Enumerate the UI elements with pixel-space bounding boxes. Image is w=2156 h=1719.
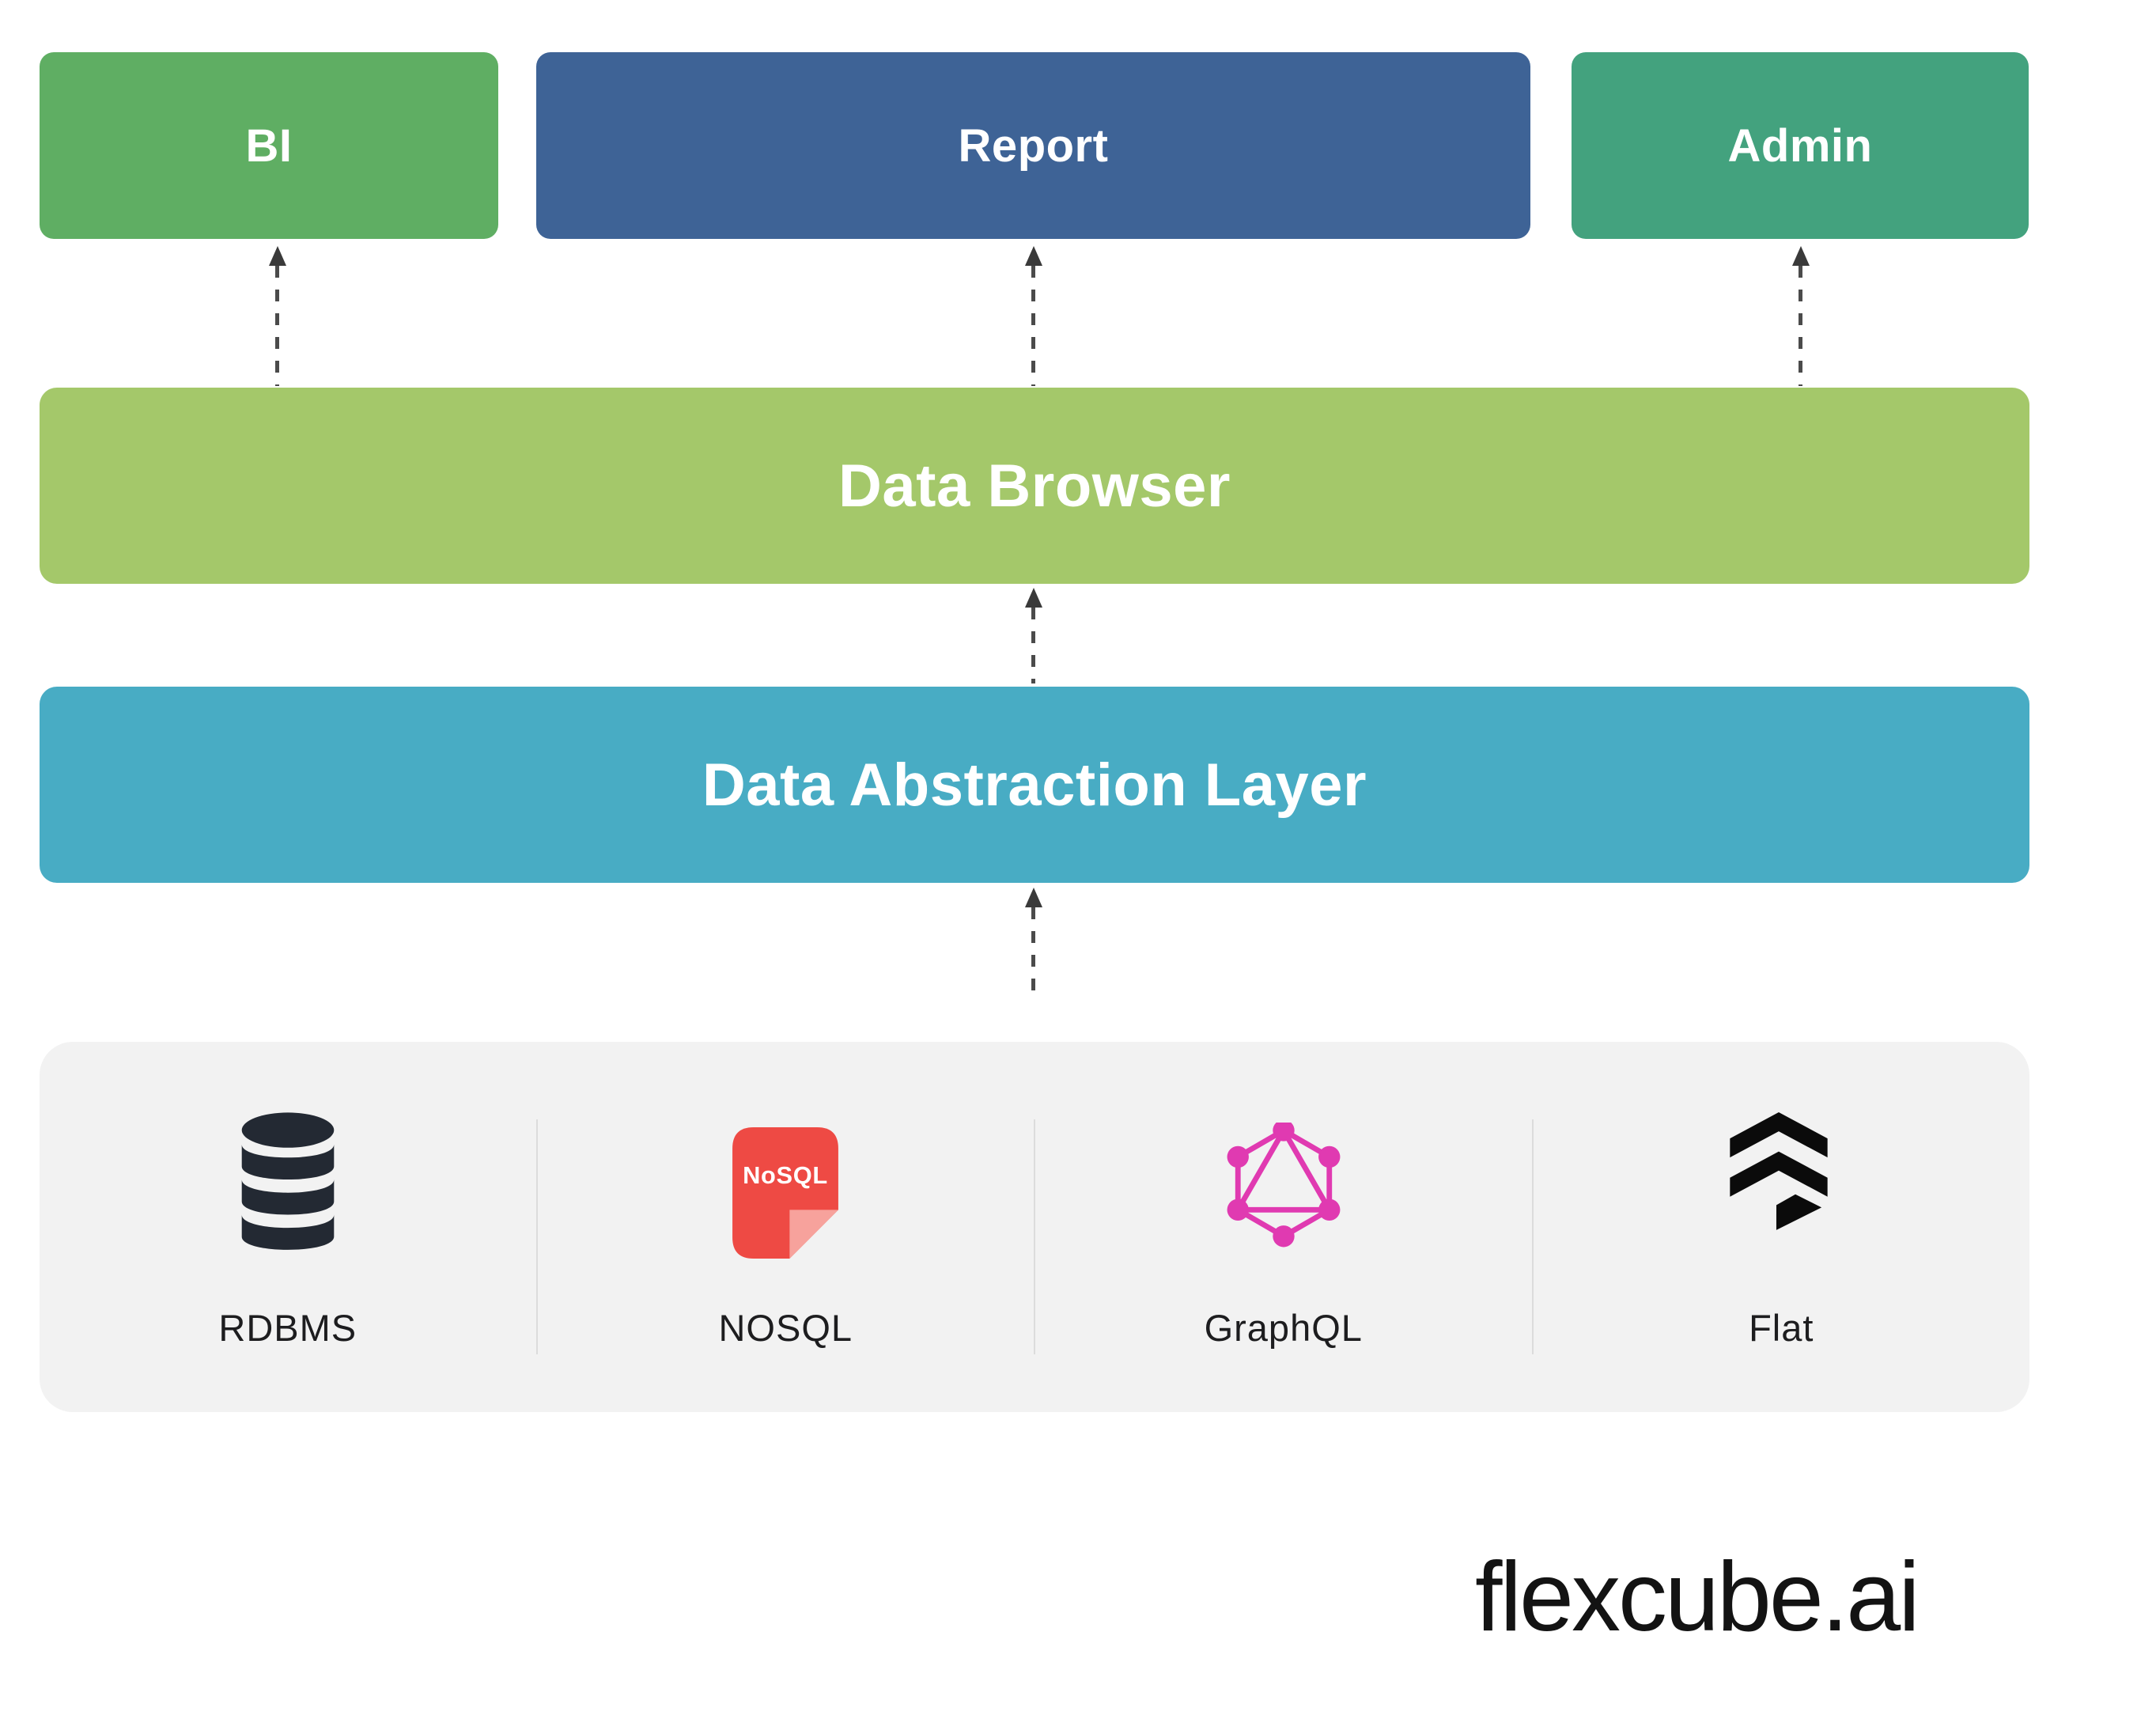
data-browser-label: Data Browser: [838, 452, 1231, 520]
nosql-document-icon: NoSQL: [732, 1111, 839, 1259]
bi-box: BI: [40, 52, 498, 239]
source-flat-label: Flat: [1749, 1307, 1814, 1349]
graphql-logo-icon: [1224, 1111, 1344, 1259]
source-flat: Flat: [1534, 1042, 2030, 1412]
source-nosql-label: NOSQL: [718, 1307, 853, 1349]
arrow-sources-to-abstraction-icon: [1031, 907, 1035, 990]
source-rdbms: RDBMS: [40, 1042, 536, 1412]
data-browser-layer: Data Browser: [40, 388, 2029, 584]
arrow-browser-to-admin-icon: [1799, 266, 1802, 386]
panel-divider: [1034, 1119, 1035, 1354]
source-graphql: GraphQL: [1035, 1042, 1532, 1412]
arrow-browser-to-report-icon: [1031, 266, 1035, 386]
data-sources-panel: RDBMS NoSQL NOSQL: [40, 1042, 2029, 1412]
source-nosql: NoSQL NOSQL: [538, 1042, 1035, 1412]
bi-box-label: BI: [245, 119, 293, 172]
arrow-browser-to-bi-icon: [275, 266, 279, 386]
source-graphql-label: GraphQL: [1204, 1307, 1363, 1349]
report-box: Report: [536, 52, 1530, 239]
data-abstraction-label: Data Abstraction Layer: [702, 751, 1367, 819]
source-rdbms-label: RDBMS: [218, 1307, 357, 1349]
database-icon: [232, 1111, 344, 1259]
admin-box: Admin: [1572, 52, 2029, 239]
panel-divider: [1531, 1119, 1534, 1354]
report-box-label: Report: [958, 119, 1109, 172]
panel-divider: [535, 1119, 538, 1354]
arrow-abstraction-to-browser-icon: [1031, 608, 1035, 683]
admin-box-label: Admin: [1727, 119, 1873, 172]
brand-logo: flexcube.ai: [1475, 1543, 1920, 1652]
flat-chevrons-icon: [1718, 1111, 1844, 1259]
nosql-icon-text: NoSQL: [743, 1161, 828, 1189]
data-abstraction-layer: Data Abstraction Layer: [40, 687, 2029, 883]
